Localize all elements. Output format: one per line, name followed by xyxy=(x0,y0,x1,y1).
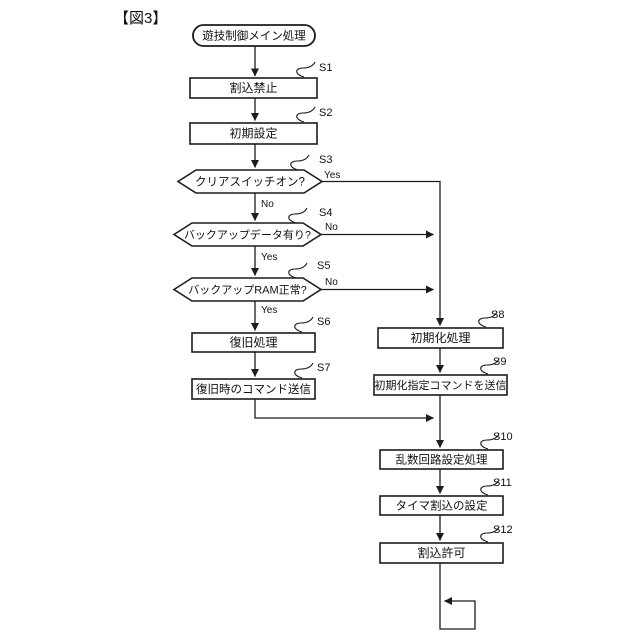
step-label-s3: S3 xyxy=(319,154,332,166)
decision-hexagon xyxy=(172,222,323,247)
leader-s4 xyxy=(288,207,308,224)
node-s11-label: タイマ割込の設定 xyxy=(396,499,488,513)
process-box xyxy=(379,495,504,516)
step-label-s12: S12 xyxy=(493,524,513,536)
process-box xyxy=(379,542,504,564)
node-s8: 初期化処理 xyxy=(377,327,504,349)
node-s3: クリアスイッチオン? xyxy=(176,169,324,194)
branch-label-s4-yes: Yes xyxy=(261,252,277,263)
step-label-s11: S11 xyxy=(493,477,512,489)
node-s1: 割込禁止 xyxy=(189,77,318,99)
leader-s10 xyxy=(480,433,500,450)
step-label-s6: S6 xyxy=(317,316,330,328)
terminal-shape xyxy=(192,24,316,47)
step-label-s5: S5 xyxy=(317,260,330,272)
branch-label-s5-yes: Yes xyxy=(261,305,277,316)
step-ids: S1 S2 S3 S4 S5 S6 S7 S8 S9 S10 S11 S12 xyxy=(317,62,513,536)
step-label-s9: S9 xyxy=(493,356,506,368)
leader-s8 xyxy=(478,311,498,328)
step-label-s10: S10 xyxy=(493,431,513,443)
node-s4: バックアップデータ有り? xyxy=(172,222,323,247)
step-label-s1: S1 xyxy=(319,62,332,74)
node-s1-label: 割込禁止 xyxy=(229,80,277,95)
step-label-s7: S7 xyxy=(317,362,330,374)
node-s2: 初期設定 xyxy=(189,122,318,145)
figure-label: 【図3】 xyxy=(114,10,167,27)
node-s5-label: バックアップRAM正常? xyxy=(188,284,307,297)
node-s7-label: 復旧時のコマンド送信 xyxy=(196,382,311,396)
leader-s3 xyxy=(290,154,310,171)
branch-label-s3-no: No xyxy=(261,199,274,210)
step-label-s2: S2 xyxy=(319,107,332,119)
node-s10: 乱数回路設定処理 xyxy=(379,449,504,470)
node-s2-label: 初期設定 xyxy=(229,126,277,141)
leader-s1 xyxy=(296,61,316,78)
node-s3-label: クリアスイッチオン? xyxy=(195,176,305,189)
node-s8-label: 初期化処理 xyxy=(410,331,470,345)
node-s5: バックアップRAM正常? xyxy=(172,277,323,302)
leader-s11 xyxy=(480,479,500,496)
branch-label-s5-no: No xyxy=(325,277,338,288)
process-box xyxy=(373,374,508,396)
leader-s7 xyxy=(294,362,314,379)
node-start: 遊技制御メイン処理 xyxy=(192,24,316,47)
leader-s2 xyxy=(296,106,316,123)
edges xyxy=(251,46,476,630)
node-s7: 復旧時のコマンド送信 xyxy=(191,378,316,400)
leader-s5 xyxy=(288,262,308,279)
process-box xyxy=(189,122,318,145)
edge-s7-merge xyxy=(254,399,434,422)
node-s9: 初期化指定コマンドを送信 xyxy=(373,374,508,396)
edge-main-loop xyxy=(439,563,476,630)
node-s11: タイマ割込の設定 xyxy=(379,495,504,516)
node-start-label: 遊技制御メイン処理 xyxy=(202,29,306,43)
node-s9-label: 初期化指定コマンドを送信 xyxy=(375,378,507,392)
step-label-s4: S4 xyxy=(319,207,332,219)
node-s6-label: 復旧処理 xyxy=(229,335,277,350)
leader-s9 xyxy=(480,358,500,375)
step-label-s8: S8 xyxy=(491,309,504,321)
node-s6: 復旧処理 xyxy=(191,332,316,353)
branch-labels: Yes No No Yes No Yes xyxy=(261,170,340,316)
node-s12: 割込許可 xyxy=(379,542,504,564)
edge-s3-s8-yes xyxy=(322,180,444,326)
node-s4-label: バックアップデータ有り? xyxy=(184,228,311,242)
decision-hexagon xyxy=(176,169,324,194)
process-box xyxy=(377,327,504,349)
node-s10-label: 乱数回路設定処理 xyxy=(396,453,488,467)
process-box xyxy=(191,332,316,353)
process-box xyxy=(189,77,318,99)
leader-s6 xyxy=(294,316,314,333)
branch-label-s3-yes: Yes xyxy=(324,170,340,181)
branch-label-s4-no: No xyxy=(325,222,338,233)
step-leaders xyxy=(288,61,500,543)
process-box xyxy=(191,378,316,400)
leader-s12 xyxy=(480,526,500,543)
decision-hexagon xyxy=(172,277,323,302)
process-box xyxy=(379,449,504,470)
node-s12-label: 割込許可 xyxy=(417,545,465,560)
